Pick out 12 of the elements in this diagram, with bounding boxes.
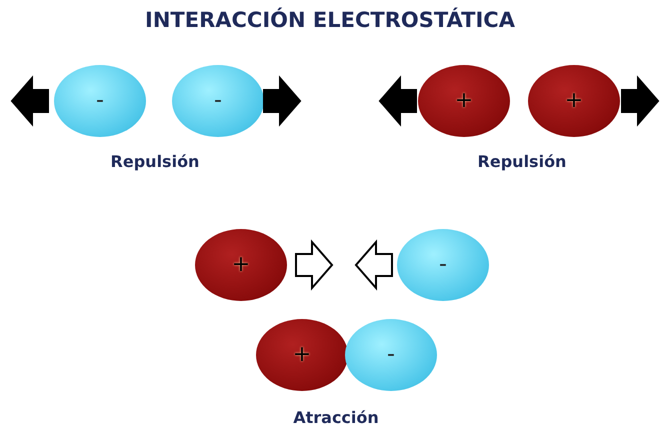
charge-sign: + — [232, 254, 250, 276]
title: INTERACCIÓN ELECTROSTÁTICA — [145, 8, 515, 32]
caption-label: Repulsión — [478, 152, 566, 171]
charge-sign: + — [454, 90, 474, 112]
charge-sign: + — [564, 90, 584, 112]
caption-label: Repulsión — [110, 152, 200, 171]
charge-sign: - — [387, 344, 395, 366]
charge-sign: - — [96, 90, 104, 112]
charge-sign: - — [439, 254, 447, 276]
caption-label: Atracción — [293, 408, 379, 427]
charge-sign: + — [292, 344, 312, 366]
charge-sign: - — [214, 90, 222, 112]
